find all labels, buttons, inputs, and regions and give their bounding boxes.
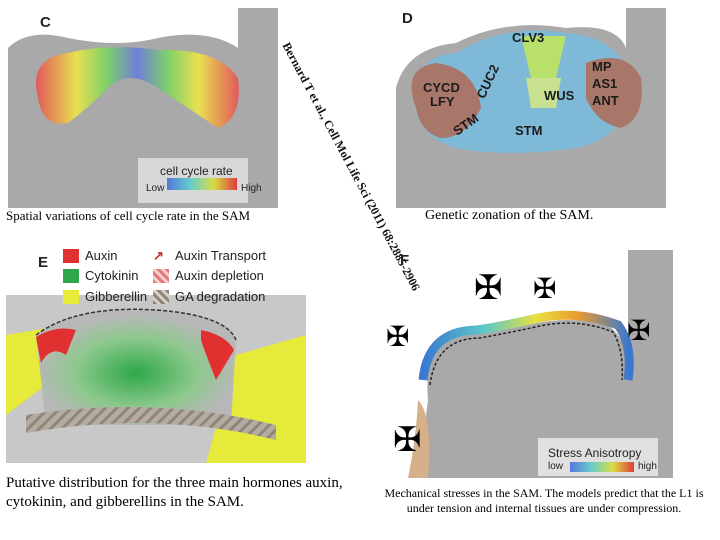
panel-c-illustration — [8, 8, 278, 208]
gibberellin-region-right — [206, 335, 306, 463]
stress-arrow-icon: ✠ — [386, 322, 410, 353]
meristem-tissue — [418, 250, 673, 478]
auxin-right — [201, 330, 234, 380]
ga-degradation-band — [26, 407, 276, 440]
cell-cycle-legend-low: Low — [146, 183, 165, 194]
legend-auxin-depletion-label: Auxin depletion — [175, 268, 264, 283]
panel-d-illustration — [396, 8, 666, 208]
panel-d-letter: D — [402, 10, 413, 27]
panel-d-caption: Genetic zonation of the SAM. — [425, 208, 594, 223]
legend-auxin-transport-label: Auxin Transport — [175, 248, 267, 263]
wus-domain — [526, 78, 561, 108]
clv3-domain — [521, 36, 566, 78]
lower-flank — [408, 400, 430, 478]
legend-auxin-transport: ↗ Auxin Transport — [153, 248, 266, 263]
panel-c-caption: Spatial variations of cell cycle rate in… — [6, 208, 251, 223]
panel-c-letter: C — [40, 14, 51, 31]
cell-cycle-domain — [36, 47, 239, 128]
zone-label-stm-bottom: STM — [515, 123, 543, 138]
zone-label-clv3: CLV3 — [512, 30, 545, 45]
panel-d — [396, 8, 666, 208]
stress-arrow-icon: ✠ — [474, 270, 503, 307]
stress-arrow-icon: ✠ — [393, 422, 422, 459]
legend-gibberellin: Gibberellin — [63, 289, 147, 304]
legend-auxin: Auxin — [63, 248, 118, 263]
auxin-depletion-swatch — [153, 268, 169, 283]
panel-e-caption: Putative distribution for the three main… — [6, 475, 343, 510]
meristem-dome — [36, 309, 236, 425]
gibberellin-swatch — [63, 289, 79, 304]
legend-ga-degradation: GA degradation — [153, 289, 265, 304]
stress-arrow-icon: ✠ — [533, 274, 557, 305]
cytokinin-swatch — [63, 268, 79, 283]
cell-cycle-legend-title: cell cycle rate — [160, 164, 233, 178]
stress-legend-low: low — [548, 461, 564, 472]
panel-f-illustration — [408, 250, 673, 478]
cell-cycle-gradient-bar — [167, 178, 237, 190]
l1-stress-layer — [418, 310, 634, 381]
legend-gibberellin-label: Gibberellin — [85, 289, 148, 304]
legend-cytokinin: Cytokinin — [63, 268, 138, 283]
zone-label-ant: ANT — [592, 93, 619, 108]
l1-outline — [35, 308, 237, 341]
panel-f-letter: F — [400, 252, 410, 269]
stress-legend-high: high — [638, 461, 657, 472]
legend-auxin-label: Auxin — [85, 248, 118, 263]
legend-ga-degradation-label: GA degradation — [175, 289, 266, 304]
zone-label-cycd: CYCD — [423, 80, 460, 95]
auxin-left — [36, 328, 76, 363]
auxin-swatch — [63, 248, 79, 263]
panel-f — [378, 250, 673, 478]
ga-degradation-swatch — [153, 289, 169, 304]
zone-label-lfy: LFY — [430, 94, 455, 109]
legend-auxin-depletion: Auxin depletion — [153, 268, 264, 283]
stress-arrow-icon: ✠ — [627, 316, 651, 347]
stress-legend-title: Stress Anisotropy — [548, 446, 642, 460]
zone-label-wus: WUS — [544, 88, 575, 103]
panel-e — [6, 245, 306, 463]
left-primordium — [411, 63, 481, 138]
legend-cytokinin-label: Cytokinin — [85, 268, 139, 283]
cell-cycle-legend-high: High — [241, 183, 262, 194]
zone-label-mp: MP — [592, 59, 612, 74]
panel-c — [8, 8, 278, 208]
right-primordium — [586, 58, 642, 128]
panel-e-letter: E — [38, 254, 49, 271]
l1-inner-outline — [429, 322, 624, 386]
panel-f-caption: Mechanical stresses in the SAM. The mode… — [384, 486, 704, 515]
zone-label-as1: AS1 — [592, 76, 618, 91]
panel-e-illustration — [6, 295, 306, 463]
citation-text: Bernard T et al., Cell Mol Life Sci (201… — [279, 40, 424, 294]
stress-gradient-bar — [570, 462, 634, 472]
auxin-transport-arrow-icon: ↗ — [153, 247, 164, 263]
